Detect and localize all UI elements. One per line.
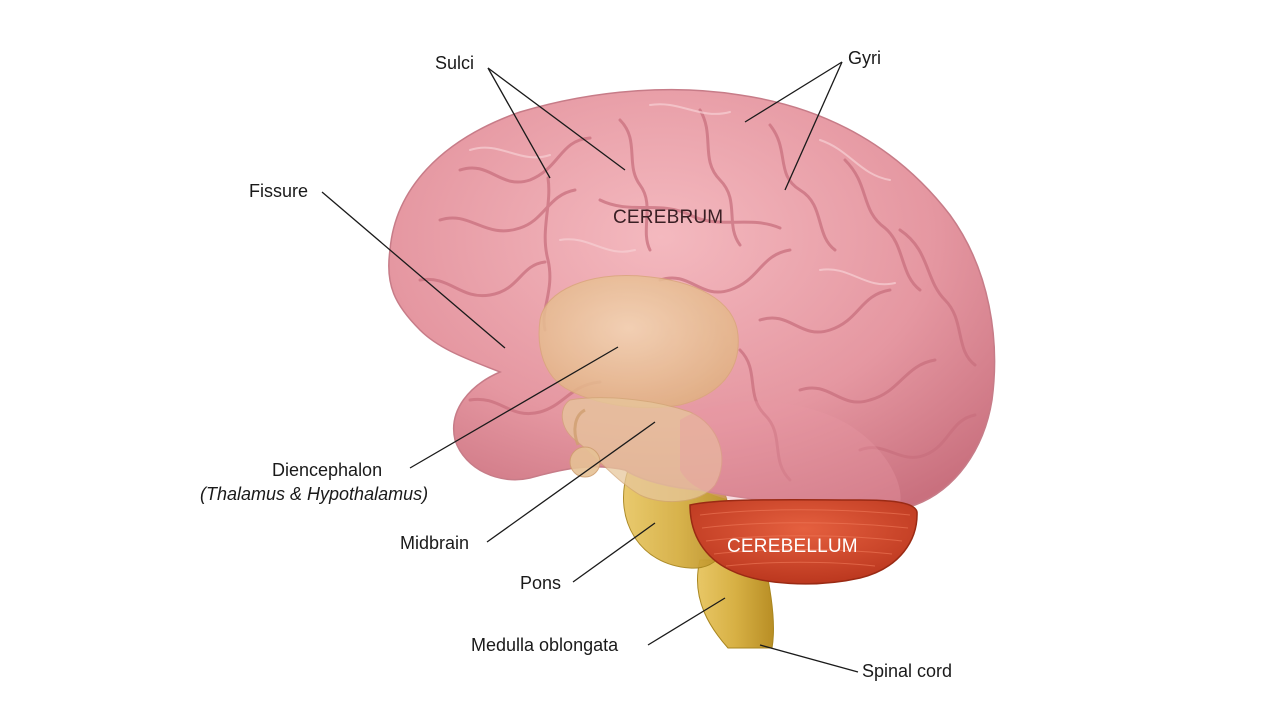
cerebrum-label: CEREBRUM [613,207,724,228]
cerebellum-label: CEREBELLUM [727,536,858,557]
sulci-label: Sulci [435,53,475,73]
leader-lines [321,61,859,673]
spinal-cord-shape [696,559,775,649]
diencephalon-label: Diencephalon [272,460,383,480]
medulla-label: Medulla oblongata [471,635,619,655]
pons-label: Pons [520,573,562,593]
cerebellum-shape [689,498,918,585]
fissure-label: Fissure [249,181,309,201]
midbrain-label: Midbrain [400,533,470,553]
gyri-label: Gyri [848,48,881,68]
diencephalon-shape [538,274,739,409]
cerebellum-folia [699,509,911,567]
spinal-cord-label: Spinal cord [862,661,953,681]
diencephalon-note: (Thalamus & Hypothalamus) [200,484,429,504]
